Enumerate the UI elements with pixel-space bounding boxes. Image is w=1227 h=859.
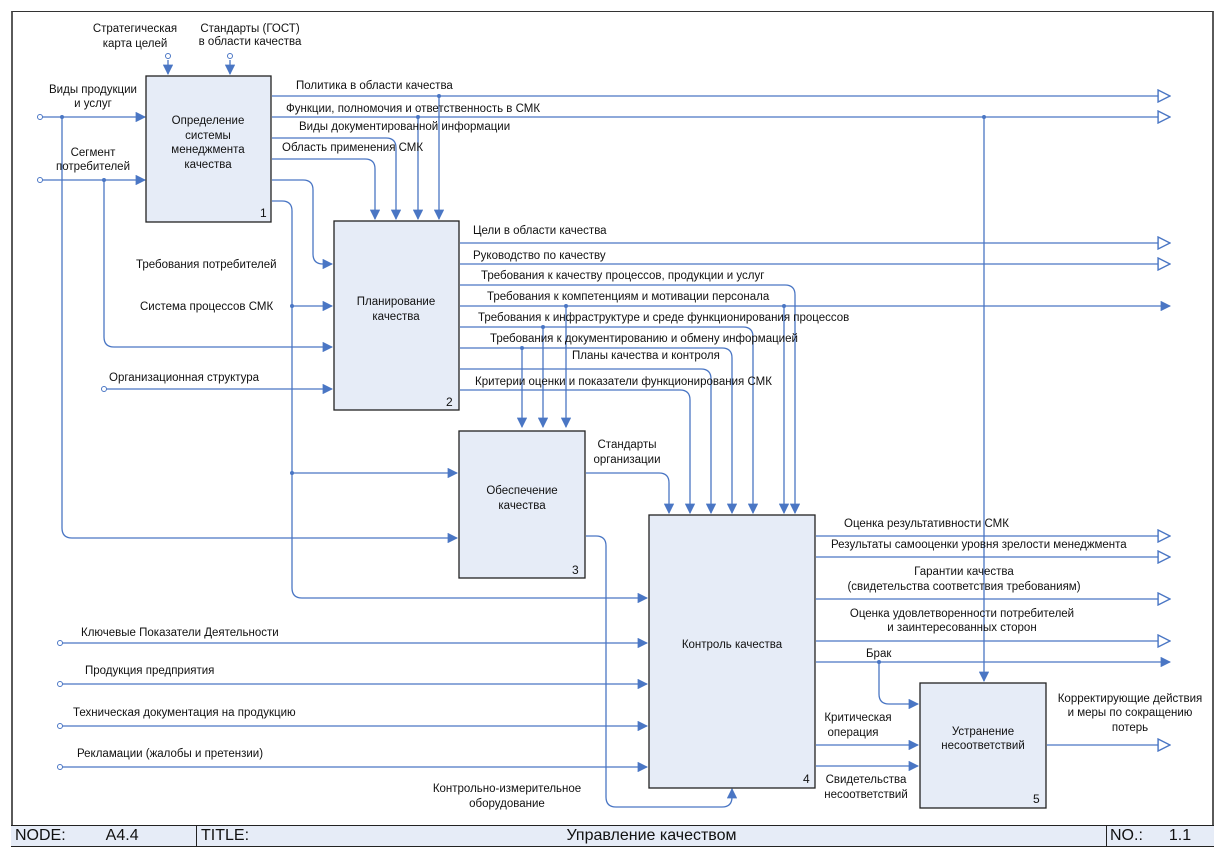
label-policy: Политика в области качества — [296, 80, 453, 92]
svg-text:Обеспечение: Обеспечение — [486, 485, 557, 497]
arrow-org-standards — [586, 472, 675, 515]
arrow-quality-plans — [460, 368, 717, 515]
label-org-structure: Организационная структура — [109, 372, 260, 384]
node-cell: NODE: A4.4 — [11, 826, 197, 846]
label-req-docs: Требования к документированию и обмену и… — [490, 333, 798, 345]
svg-text:карта целей: карта целей — [103, 38, 168, 50]
svg-text:и заинтересованных сторон: и заинтересованных сторон — [887, 622, 1036, 634]
svg-text:качества: качества — [498, 500, 546, 512]
label-kpi: Ключевые Показатели Деятельности — [81, 627, 279, 639]
label-critical-op: Критическая — [824, 712, 891, 724]
arrow-criteria — [460, 389, 696, 515]
label-process-system: Система процессов СМК — [140, 301, 273, 313]
label-enterprise-products: Продукция предприятия — [85, 665, 214, 677]
label-complaints: Рекламации (жалобы и претензии) — [77, 748, 263, 760]
arrow-req-infrastructure — [460, 326, 759, 515]
label-manual: Руководство по качеству — [473, 250, 606, 262]
label-org-standards: Стандарты — [598, 439, 657, 451]
arrow-box1-to-box2 — [272, 179, 334, 270]
label-functions: Функции, полномочия и ответственность в … — [286, 103, 540, 115]
arrow-measuring-equipment — [586, 535, 738, 808]
arrow-segment-to-box2 — [103, 180, 334, 353]
label-satisfaction: Оценка удовлетворенности потребителей — [850, 608, 1074, 620]
label-scope: Область применения СМК — [282, 142, 423, 154]
svg-text:организации: организации — [593, 454, 660, 466]
svg-text:Устранение: Устранение — [952, 726, 1014, 738]
label-doc-types: Виды документированной информации — [299, 121, 510, 133]
arrow-doc-types — [272, 137, 402, 221]
label-self-assessment: Результаты самооценки уровня зрелости ме… — [831, 539, 1127, 551]
number-cell: NO.: 1.1 — [1107, 826, 1214, 846]
arrow-box1-to-box4 — [272, 200, 649, 604]
labels: Стратегическая карта целей Стандарты (ГО… — [49, 23, 1202, 810]
svg-text:качества: качества — [184, 159, 232, 171]
tunnel-circle — [165, 53, 171, 59]
label-corrective-actions: Корректирующие действия — [1058, 693, 1203, 705]
label-goals: Цели в области качества — [473, 225, 607, 237]
number-label: NO.: — [1110, 827, 1143, 844]
node-value: A4.4 — [105, 827, 139, 844]
label-defects: Брак — [866, 648, 892, 660]
arrows — [37, 53, 1171, 808]
label-tech-docs: Техническая документация на продукцию — [73, 707, 296, 719]
label-effectiveness: Оценка результативности СМК — [844, 518, 1009, 530]
label-nonconformity-evidence: Свидетельства — [826, 774, 907, 786]
svg-text:потребителей: потребителей — [56, 161, 130, 173]
svg-text:в области качества: в области качества — [199, 36, 302, 48]
label-criteria: Критерии оценки и показатели функциониро… — [475, 376, 772, 388]
label-customer-req: Требования потребителей — [136, 259, 277, 271]
svg-text:потерь: потерь — [1112, 722, 1148, 734]
label-products-services: Виды продукции — [49, 84, 137, 96]
label-req-processes: Требования к качеству процессов, продукц… — [481, 270, 764, 282]
label-measuring-equipment: Контрольно-измерительное — [433, 783, 581, 795]
diagram-title: Управление качеством — [566, 827, 737, 844]
label-gost: Стандарты (ГОСТ) — [200, 23, 299, 35]
box-3[interactable]: Обеспечение качества 3 — [458, 430, 586, 579]
svg-text:Планирование: Планирование — [357, 296, 435, 308]
box-1[interactable]: Определение системы менеджмента качества… — [145, 75, 272, 223]
label-strategy-map: Стратегическая — [93, 23, 177, 35]
title-cell: TITLE: Управление качеством — [197, 826, 1107, 846]
svg-text:качества: качества — [372, 311, 420, 323]
arrow-req-docs — [460, 347, 738, 515]
box-5[interactable]: Устранение несоответствий 5 — [919, 682, 1047, 809]
svg-text:3: 3 — [572, 563, 579, 577]
title-label: TITLE: — [201, 827, 250, 844]
svg-text:Контроль качества: Контроль качества — [682, 639, 783, 651]
tunnel-circle — [227, 53, 233, 59]
arrow-products-to-box3 — [61, 117, 459, 544]
title-block: NODE: A4.4 TITLE: Управление качеством N… — [11, 825, 1214, 847]
box-4[interactable]: Контроль качества 4 — [648, 514, 816, 789]
svg-text:4: 4 — [803, 772, 810, 786]
svg-text:1: 1 — [260, 206, 267, 220]
svg-text:5: 5 — [1033, 792, 1040, 806]
arrow-req-processes — [460, 284, 801, 515]
label-plans: Планы качества и контроля — [572, 350, 720, 362]
svg-text:2: 2 — [446, 395, 453, 409]
svg-text:операция: операция — [827, 727, 878, 739]
svg-text:несоответствий: несоответствий — [824, 789, 908, 801]
svg-text:несоответствий: несоответствий — [941, 740, 1025, 752]
label-segment: Сегмент — [71, 147, 117, 159]
svg-text:оборудование: оборудование — [469, 798, 545, 810]
label-req-infra: Требования к инфраструктуре и среде функ… — [478, 312, 849, 324]
svg-text:системы: системы — [185, 130, 231, 142]
svg-text:и услуг: и услуг — [74, 98, 112, 110]
arrow-scope — [272, 158, 381, 221]
node-label: NODE: — [15, 827, 66, 844]
svg-text:менеджмента: менеджмента — [171, 144, 245, 156]
svg-text:Определение: Определение — [172, 115, 245, 127]
label-req-competence: Требования к компетенциям и мотивации пе… — [487, 291, 770, 303]
box-2[interactable]: Планирование качества 2 — [333, 220, 460, 411]
svg-text:(свидетельства соответствия тр: (свидетельства соответствия требованиям) — [847, 581, 1080, 593]
svg-text:и меры по сокращению: и меры по сокращению — [1068, 707, 1193, 719]
label-guarantees: Гарантии качества — [914, 566, 1014, 578]
number-value: 1.1 — [1168, 827, 1192, 844]
